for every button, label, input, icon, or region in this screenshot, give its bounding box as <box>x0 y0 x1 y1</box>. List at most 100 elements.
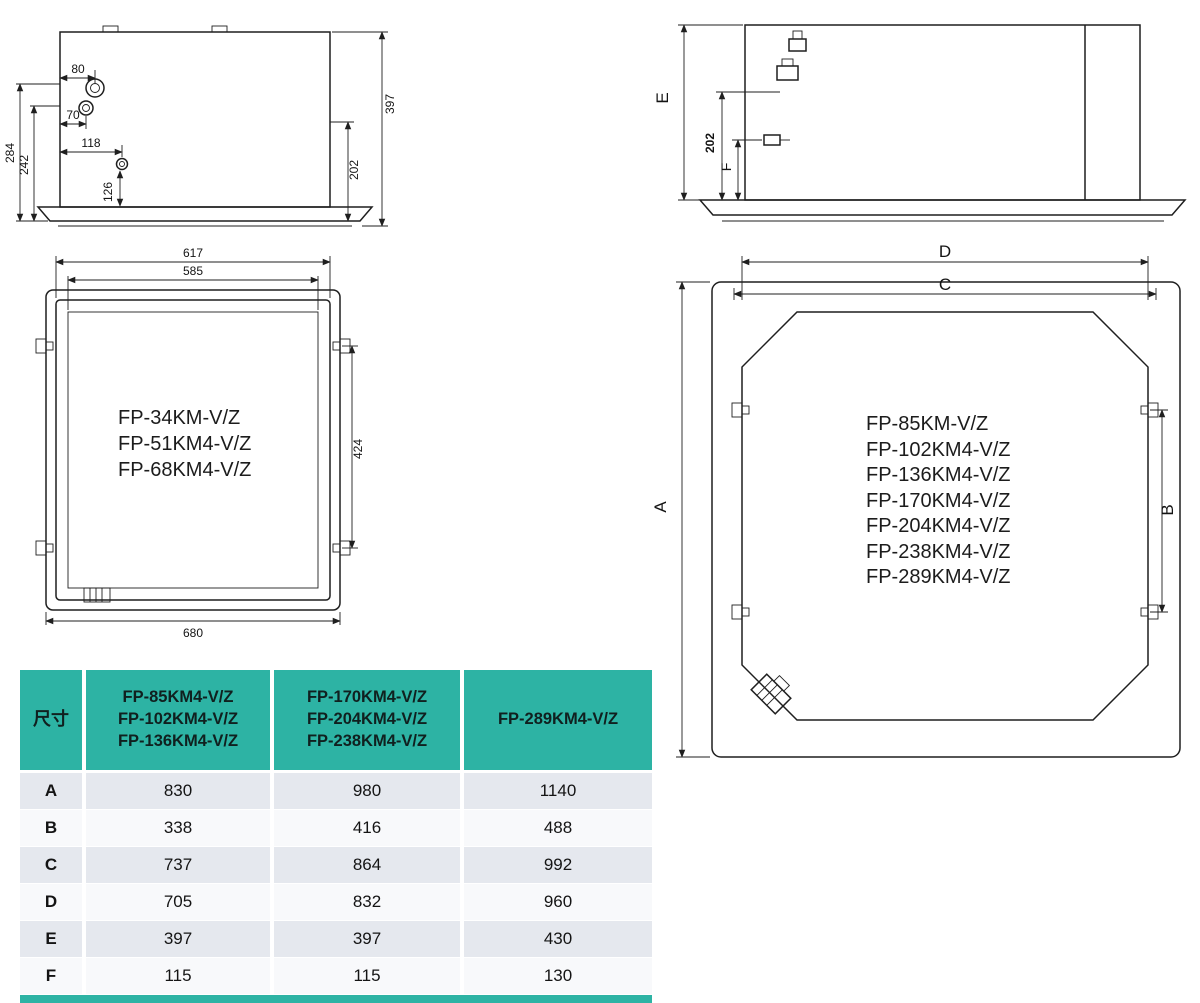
dim-F: F <box>718 139 762 201</box>
plan-view-large-units: D C A B FP-85KM-V/Z FP <box>651 242 1181 758</box>
dim-202-left-label: 202 <box>347 160 361 180</box>
panel-outline <box>711 281 1181 758</box>
ceiling-panel <box>36 206 374 222</box>
dimension-table: 尺寸 FP-85KM4-V/Z FP-102KM4-V/Z FP-136KM4-… <box>20 670 652 1003</box>
table-header-row: 尺寸 FP-85KM4-V/Z FP-102KM4-V/Z FP-136KM4-… <box>20 670 652 770</box>
table-row-B: B 338 416 488 <box>20 810 652 846</box>
model-name: FP-170KM4-V/Z <box>866 490 1010 512</box>
dim-680: 680 <box>45 612 341 640</box>
body-outline <box>55 299 331 601</box>
row-label: A <box>20 773 82 809</box>
table-row-E: E 397 397 430 <box>20 921 652 957</box>
dim-80-label: 80 <box>71 62 85 76</box>
mounting-clamp <box>731 402 750 418</box>
dim-585: 585 <box>67 264 319 310</box>
model-name: FP-68KM4-V/Z <box>118 459 251 481</box>
dim-F-label: F <box>718 163 734 172</box>
dim-284-label: 284 <box>3 143 17 163</box>
pipe-connections <box>78 78 129 171</box>
cell-value: 430 <box>464 921 652 957</box>
dim-202-right-label: 202 <box>703 133 717 153</box>
side-view-large-units: E 202 F <box>653 24 1187 222</box>
plan-view-small-units: 617 585 424 680 FP-34KM-V/Z <box>35 246 365 640</box>
cell-value: 416 <box>274 810 460 846</box>
dim-A: A <box>651 281 710 758</box>
model-name: FP-204KM4-V/Z <box>866 515 1010 537</box>
dim-202-right: 202 <box>703 91 780 201</box>
cell-value: 960 <box>464 884 652 920</box>
dim-242: 242 <box>17 105 60 222</box>
cell-value: 830 <box>86 773 270 809</box>
drain-connector <box>750 673 792 715</box>
top-tab <box>102 25 119 33</box>
dim-E-label: E <box>653 92 672 103</box>
row-label: E <box>20 921 82 957</box>
model-name: FP-289KM4-V/Z <box>866 566 1010 588</box>
panel-outline <box>45 289 341 611</box>
row-label: C <box>20 847 82 883</box>
table-col-header-2: FP-170KM4-V/Z FP-204KM4-V/Z FP-238KM4-V/… <box>274 670 460 770</box>
dim-A-label: A <box>651 501 670 513</box>
table-col-header-1: FP-85KM4-V/Z FP-102KM4-V/Z FP-136KM4-V/Z <box>86 670 270 770</box>
mounting-clamp <box>35 338 54 354</box>
pipe-fittings <box>763 30 807 146</box>
cell-value: 115 <box>86 958 270 994</box>
table-corner-header: 尺寸 <box>20 670 82 770</box>
dim-242-label: 242 <box>17 155 31 175</box>
dim-397: 397 <box>332 31 397 227</box>
cell-value: 832 <box>274 884 460 920</box>
dim-70: 70 <box>59 108 87 129</box>
dim-126: 126 <box>101 170 124 207</box>
dim-B: B <box>1150 409 1177 613</box>
dim-C: C <box>733 275 1157 300</box>
dim-585-label: 585 <box>183 264 203 278</box>
model-name: FP-136KM4-V/Z <box>866 464 1010 486</box>
cell-value: 338 <box>86 810 270 846</box>
dim-126-label: 126 <box>101 182 115 202</box>
dim-B-label: B <box>1158 504 1177 515</box>
dim-284: 284 <box>3 83 60 222</box>
dim-424-label: 424 <box>351 439 365 459</box>
dim-D-label: D <box>939 242 951 261</box>
mounting-clamp <box>35 540 54 556</box>
model-name: FP-85KM-V/Z <box>866 413 988 435</box>
table-row-D: D 705 832 960 <box>20 884 652 920</box>
drain-connector <box>83 587 111 603</box>
body-octagon-outline <box>741 311 1149 721</box>
dim-680-label: 680 <box>183 626 203 640</box>
cell-value: 130 <box>464 958 652 994</box>
dim-80: 80 <box>59 62 96 83</box>
cell-value: 737 <box>86 847 270 883</box>
dim-118: 118 <box>59 136 123 157</box>
unit-body-outline <box>59 31 331 208</box>
side-view-small-units: 80 70 118 126 284 <box>3 25 397 227</box>
cell-value: 1140 <box>464 773 652 809</box>
model-name: FP-102KM4-V/Z <box>866 439 1010 461</box>
model-list-small: FP-34KM-V/Z FP-51KM4-V/Z FP-68KM4-V/Z <box>118 407 251 481</box>
cell-value: 397 <box>274 921 460 957</box>
table-col-header-3: FP-289KM4-V/Z <box>464 670 652 770</box>
dim-70-label: 70 <box>66 108 80 122</box>
top-tab <box>211 25 228 33</box>
grille-outline <box>67 311 319 589</box>
cell-value: 488 <box>464 810 652 846</box>
row-label: B <box>20 810 82 846</box>
ceiling-panel <box>698 199 1187 216</box>
dim-202-left: 202 <box>330 121 361 222</box>
model-name: FP-238KM4-V/Z <box>866 541 1010 563</box>
table-row-F: F 115 115 130 <box>20 958 652 994</box>
cell-value: 115 <box>274 958 460 994</box>
cell-value: 980 <box>274 773 460 809</box>
cell-value: 705 <box>86 884 270 920</box>
cell-value: 864 <box>274 847 460 883</box>
dim-118-label: 118 <box>81 136 100 150</box>
dim-424: 424 <box>342 345 365 549</box>
dim-397-label: 397 <box>383 94 397 114</box>
dim-E: E <box>653 24 743 201</box>
model-list-large: FP-85KM-V/Z FP-102KM4-V/Z FP-136KM4-V/Z … <box>866 413 1010 588</box>
drain-fitting <box>763 134 781 146</box>
dim-617-label: 617 <box>183 246 203 260</box>
row-label: D <box>20 884 82 920</box>
